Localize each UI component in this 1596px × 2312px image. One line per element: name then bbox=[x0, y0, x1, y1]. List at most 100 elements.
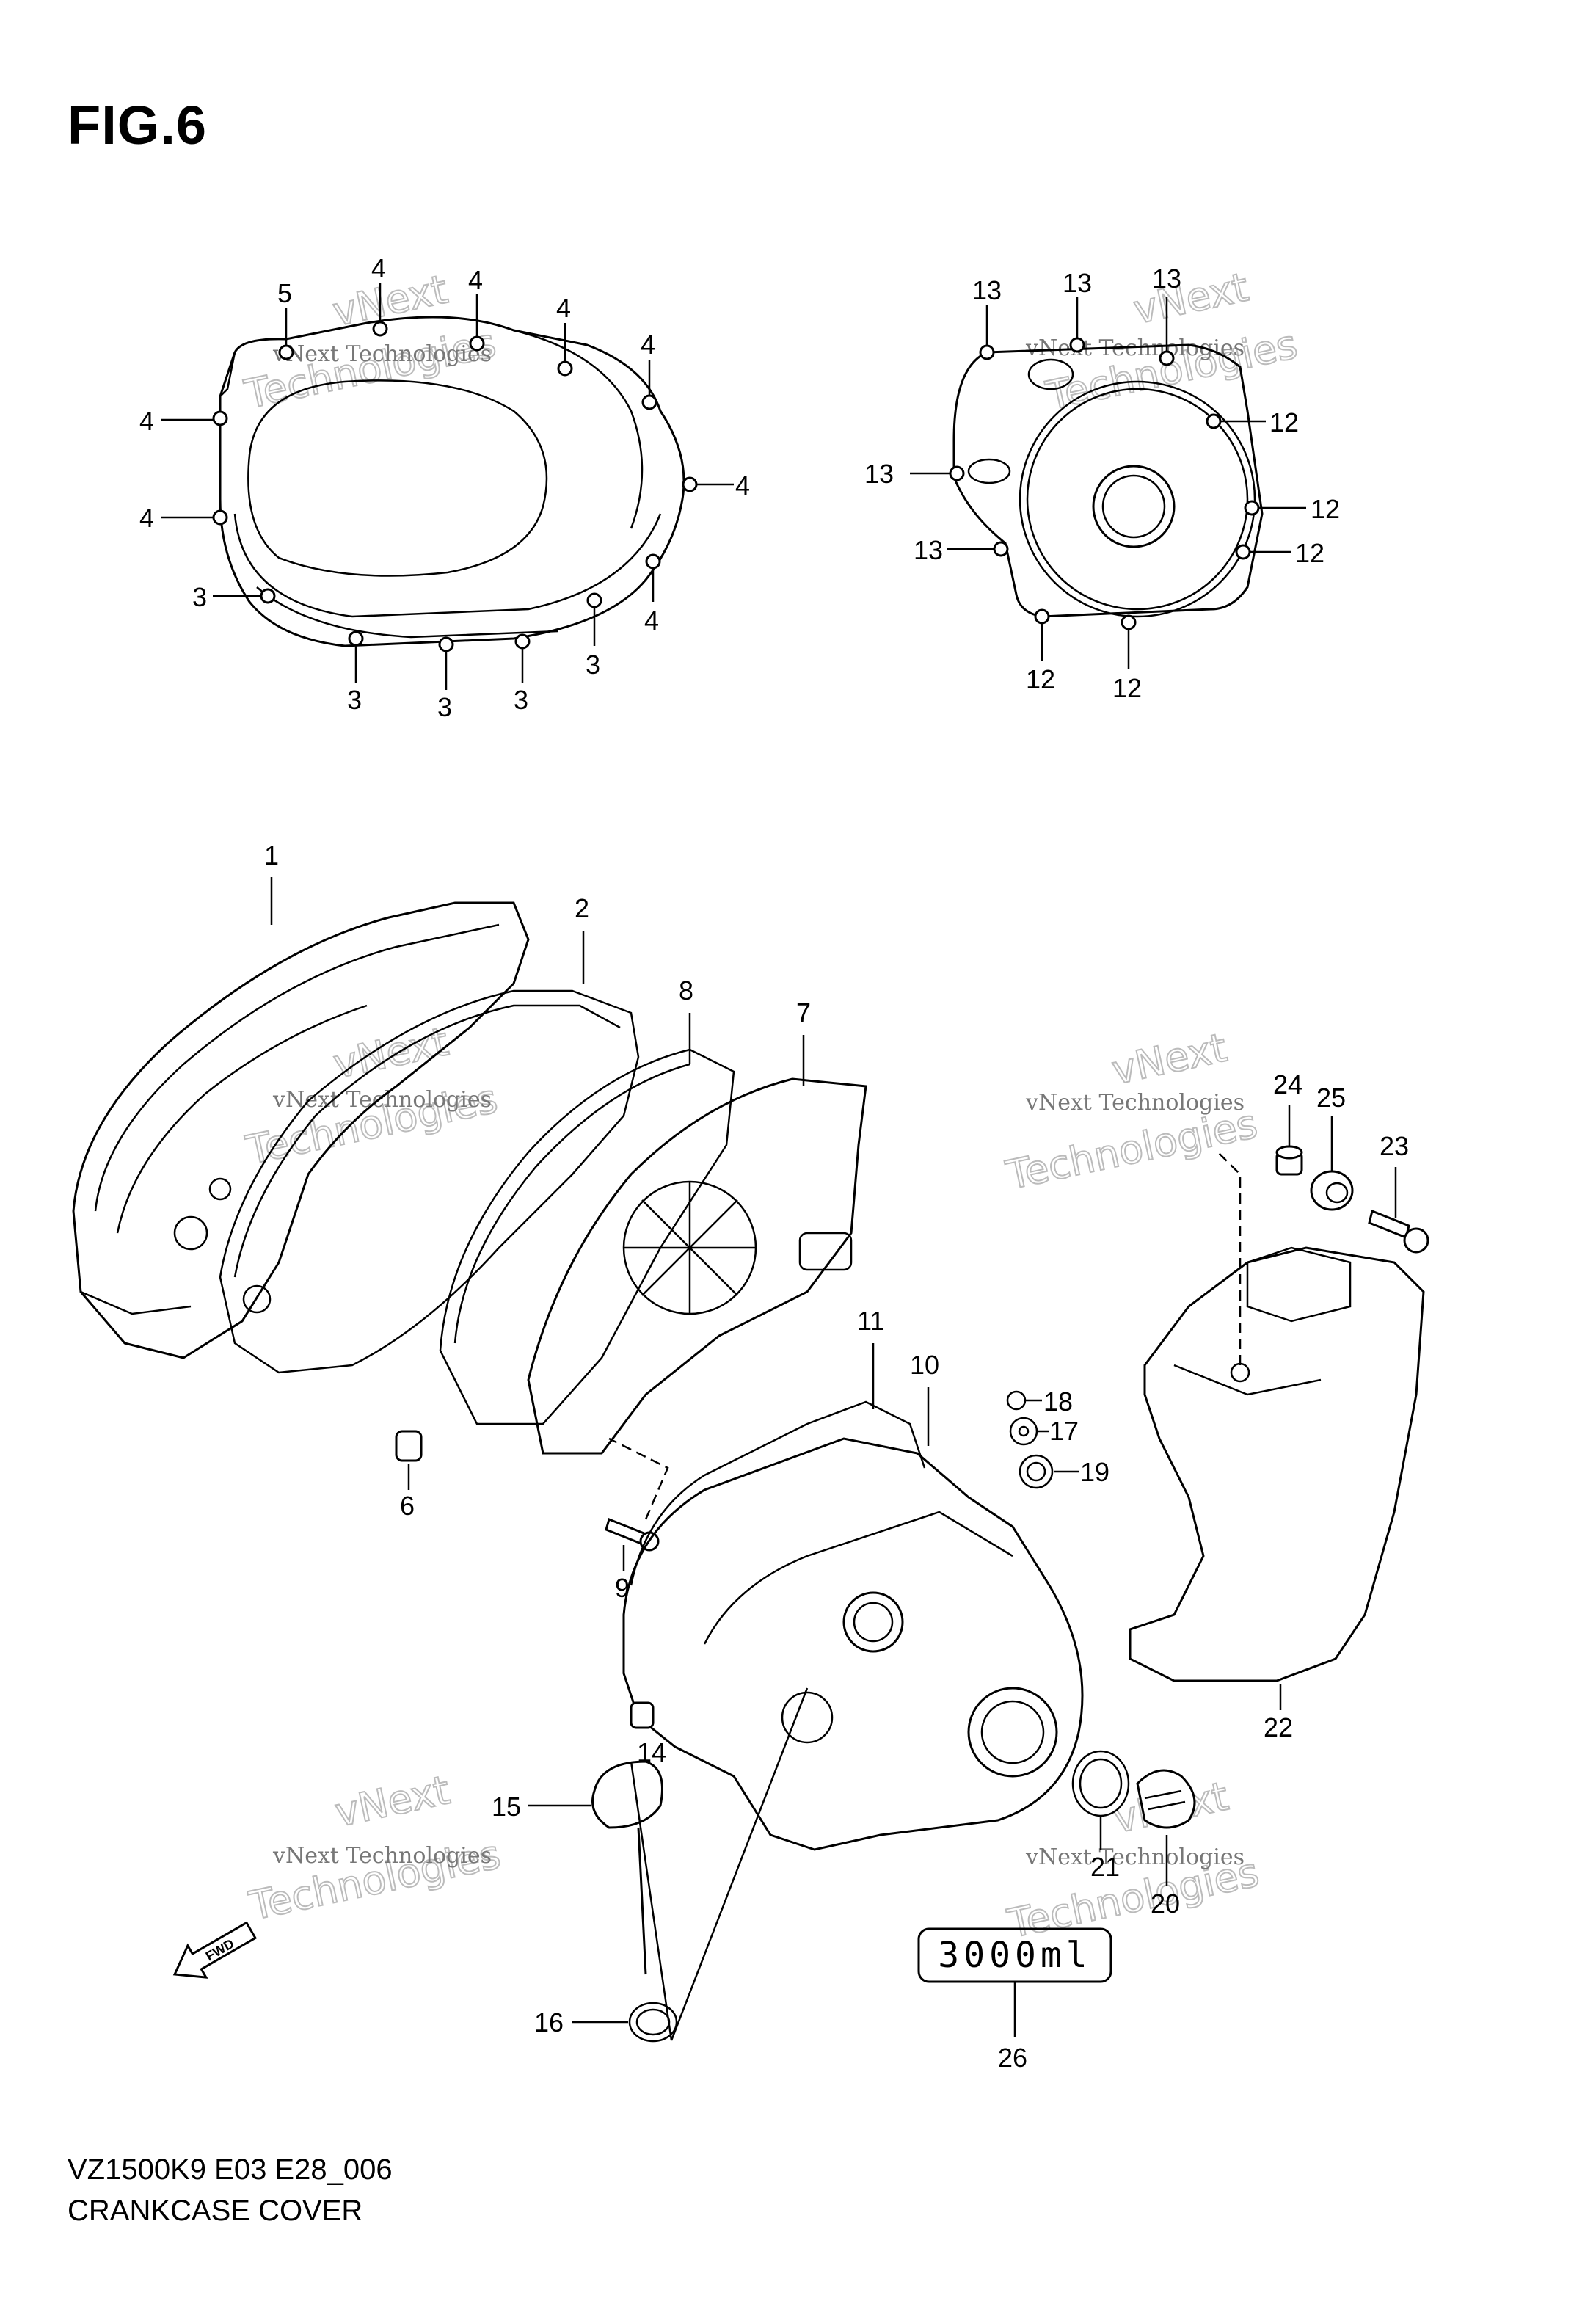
callout-3: 3 bbox=[437, 692, 452, 722]
callout-4: 4 bbox=[735, 470, 750, 501]
watermark-vnext: vNext bbox=[1108, 1025, 1231, 1094]
callout-26: 26 bbox=[998, 2043, 1027, 2073]
callout-12: 12 bbox=[1112, 673, 1142, 703]
callout-2: 2 bbox=[575, 893, 589, 923]
part-25-grommet bbox=[1310, 1170, 1354, 1211]
callout-15: 15 bbox=[492, 1792, 521, 1822]
section-name: CRANKCASE COVER bbox=[68, 2195, 363, 2227]
watermark-text: vNext Technologies bbox=[272, 1843, 492, 1869]
callout-5: 5 bbox=[277, 278, 292, 308]
callout-12: 12 bbox=[1026, 664, 1055, 694]
callout-4: 4 bbox=[644, 606, 659, 636]
figure-title: FIG.6 bbox=[68, 95, 208, 156]
callout-4: 4 bbox=[371, 253, 386, 283]
part-20-plug bbox=[1136, 1769, 1196, 1829]
bolt-dashed-guide-right bbox=[1217, 1152, 1242, 1365]
callout-11: 11 bbox=[857, 1306, 884, 1336]
watermark-text: vNext Technologies bbox=[1025, 1090, 1245, 1116]
callout-4: 4 bbox=[139, 406, 154, 436]
part-11-gasket bbox=[630, 1400, 926, 1586]
part-7-inner-cover bbox=[527, 1077, 867, 1455]
gen-leader-lines bbox=[910, 297, 1306, 669]
bolt-4 bbox=[212, 410, 228, 426]
cover-edge bbox=[256, 586, 558, 639]
watermark-vnext: vNext bbox=[331, 1767, 453, 1836]
gen-cover-disc-inner bbox=[1026, 388, 1249, 611]
bolt-5 bbox=[278, 344, 294, 360]
fwd-arrow-icon: FWD bbox=[172, 1921, 258, 1979]
callout-23: 23 bbox=[1380, 1131, 1409, 1161]
gen-cover-hub-inner bbox=[1101, 474, 1166, 539]
callout-22: 22 bbox=[1264, 1712, 1293, 1742]
callout-10: 10 bbox=[910, 1350, 939, 1380]
part-22-side-cover bbox=[1129, 1246, 1425, 1682]
watermark-technologies: Technologies bbox=[241, 319, 500, 418]
part-24-collar bbox=[1275, 1145, 1303, 1176]
capacity-text: 3000ml bbox=[938, 1935, 1091, 1976]
generator-cover-bolt-diagram: 13 13 13 12 13 12 13 12 12 12 bbox=[864, 263, 1340, 703]
watermark-vnext: vNext bbox=[329, 266, 451, 335]
callout-3: 3 bbox=[192, 582, 207, 612]
gen-cover-disc bbox=[1019, 380, 1256, 618]
callout-24: 24 bbox=[1273, 1069, 1302, 1099]
callout-7: 7 bbox=[796, 997, 811, 1028]
callout-13: 13 bbox=[864, 459, 894, 489]
callout-17: 17 bbox=[1049, 1416, 1079, 1446]
bolt-4 bbox=[372, 321, 388, 337]
part-14-dowel bbox=[630, 1701, 655, 1729]
callout-1: 1 bbox=[264, 840, 279, 870]
callout-18: 18 bbox=[1043, 1386, 1073, 1417]
callout-4: 4 bbox=[139, 503, 154, 533]
bolt-dashed-guide bbox=[608, 1437, 669, 1520]
watermark-text: vNext Technologies bbox=[272, 341, 492, 367]
part-10-crankcase-cover bbox=[622, 1437, 1084, 1851]
watermark-vnext: vNext bbox=[1129, 263, 1252, 332]
callout-4: 4 bbox=[468, 265, 483, 295]
model-code: VZ1500K9 E03 E28_006 bbox=[68, 2153, 393, 2186]
part-23-bolt bbox=[1368, 1209, 1429, 1254]
part-26-capacity-label: 3000ml bbox=[917, 1927, 1112, 1983]
callout-6: 6 bbox=[400, 1491, 415, 1521]
callout-4: 4 bbox=[556, 293, 571, 323]
part-17-washer bbox=[1009, 1417, 1038, 1446]
gen-cover-hub bbox=[1092, 465, 1176, 548]
cover-outline bbox=[219, 316, 685, 647]
callout-13: 13 bbox=[1152, 263, 1181, 294]
callout-13: 13 bbox=[914, 535, 943, 565]
part-15-dipstick bbox=[591, 1760, 663, 1975]
bolt-4 bbox=[212, 509, 228, 526]
bolt-3 bbox=[438, 636, 454, 652]
bolt-4 bbox=[469, 335, 485, 352]
clutch-cover-bolt-diagram: 5 4 4 4 4 4 4 4 4 3 3 3 3 3 bbox=[139, 253, 750, 722]
callout-21: 21 bbox=[1090, 1852, 1120, 1882]
cover-tab bbox=[219, 352, 236, 397]
cover-window bbox=[247, 379, 548, 577]
bolt-4 bbox=[682, 476, 698, 492]
callout-12: 12 bbox=[1295, 538, 1324, 568]
callout-25: 25 bbox=[1316, 1083, 1346, 1113]
callout-16: 16 bbox=[534, 2007, 564, 2037]
watermark-text: vNext Technologies bbox=[1025, 1844, 1245, 1870]
callout-19: 19 bbox=[1080, 1457, 1109, 1487]
callout-12: 12 bbox=[1269, 407, 1299, 437]
watermark-vnext: vNext bbox=[329, 1018, 452, 1087]
watermark-text: vNext Technologies bbox=[1025, 335, 1245, 361]
cover-rim bbox=[233, 513, 662, 618]
bolt-3 bbox=[348, 630, 364, 647]
oring-guide-lines bbox=[630, 1687, 809, 2041]
bolt-3 bbox=[514, 633, 531, 650]
callout-3: 3 bbox=[347, 685, 362, 715]
watermark-group: vNext Technologies vNext Technologies vN… bbox=[240, 263, 1302, 1948]
bolt-3 bbox=[260, 588, 276, 604]
part-21-oring bbox=[1071, 1750, 1130, 1817]
part-1-clutch-cover bbox=[72, 901, 530, 1359]
cover-lip bbox=[513, 329, 644, 529]
gen-cover-plug bbox=[1027, 358, 1074, 390]
callout-3: 3 bbox=[514, 685, 528, 715]
callout-12: 12 bbox=[1311, 494, 1340, 524]
callout-4: 4 bbox=[641, 330, 655, 360]
bolt-3 bbox=[586, 592, 602, 608]
part-9-bolt bbox=[605, 1517, 660, 1552]
part-6-dowel bbox=[395, 1430, 423, 1462]
